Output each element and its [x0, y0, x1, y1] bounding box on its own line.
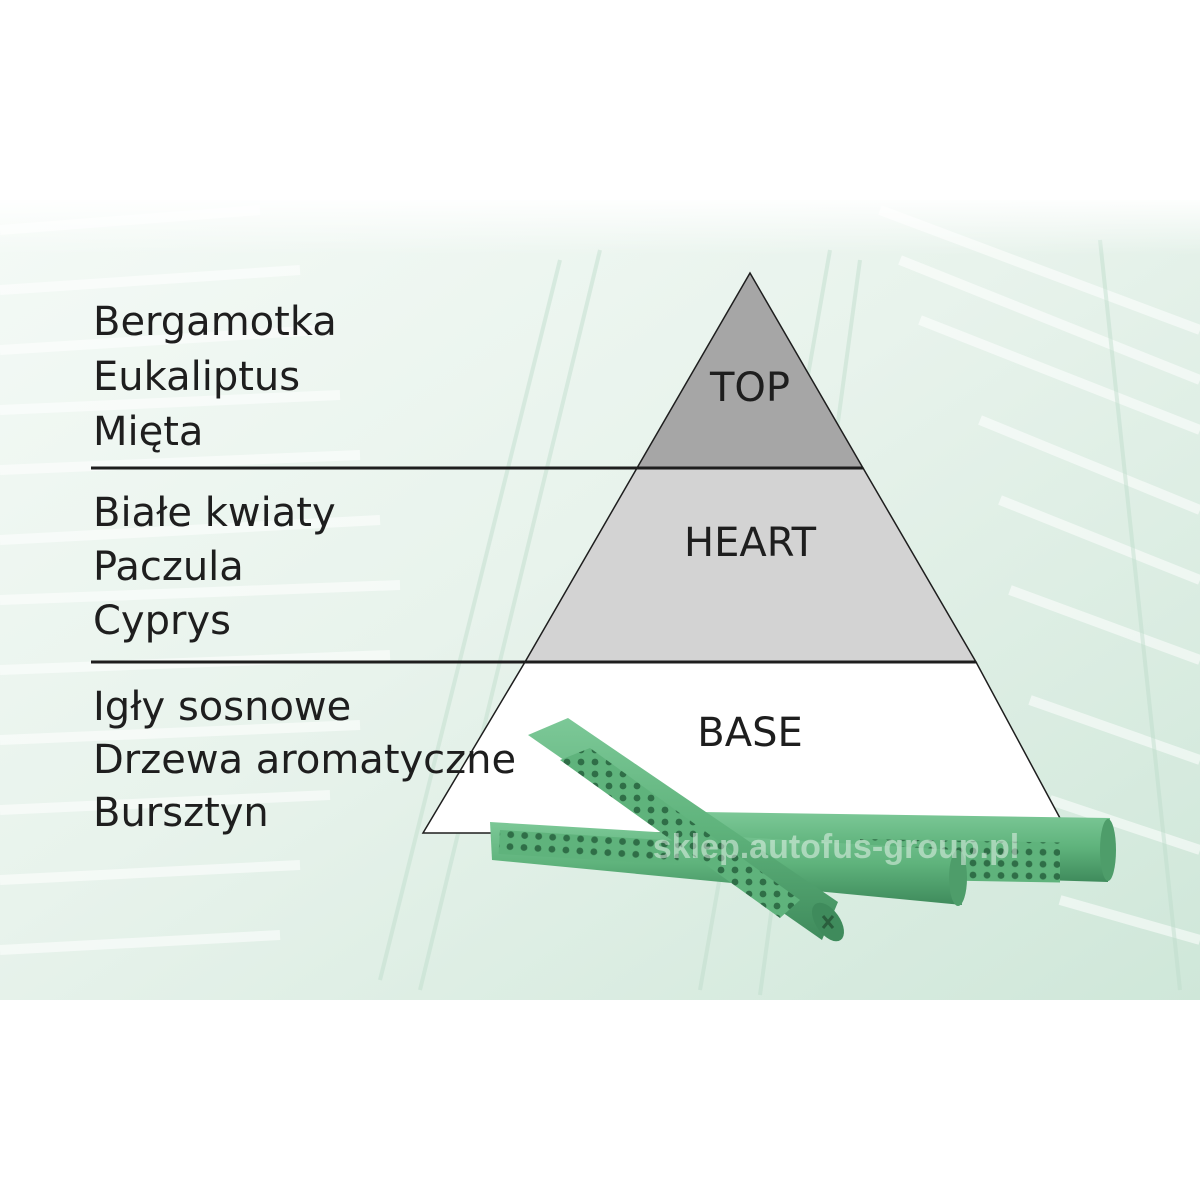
note-base-1: Igły sosnowe	[93, 684, 352, 730]
note-heart-2: Paczula	[93, 544, 244, 590]
note-top-1: Bergamotka	[93, 299, 337, 345]
note-base-3: Bursztyn	[93, 790, 269, 836]
note-heart-3: Cyprys	[93, 598, 231, 644]
tier-label-heart: HEART	[683, 520, 817, 566]
note-top-3: Mięta	[93, 409, 204, 455]
note-top-2: Eukaliptus	[93, 354, 301, 400]
note-heart-1: Białe kwiaty	[93, 490, 336, 536]
tier-label-top: TOP	[709, 365, 791, 411]
tier-label-base: BASE	[697, 710, 803, 756]
watermark: sklep.autofus-group.pl	[653, 828, 1019, 866]
green-refill-sticks	[490, 718, 1116, 942]
note-base-2: Drzewa aromatyczne	[93, 737, 517, 783]
refill-stick-front	[528, 718, 844, 942]
